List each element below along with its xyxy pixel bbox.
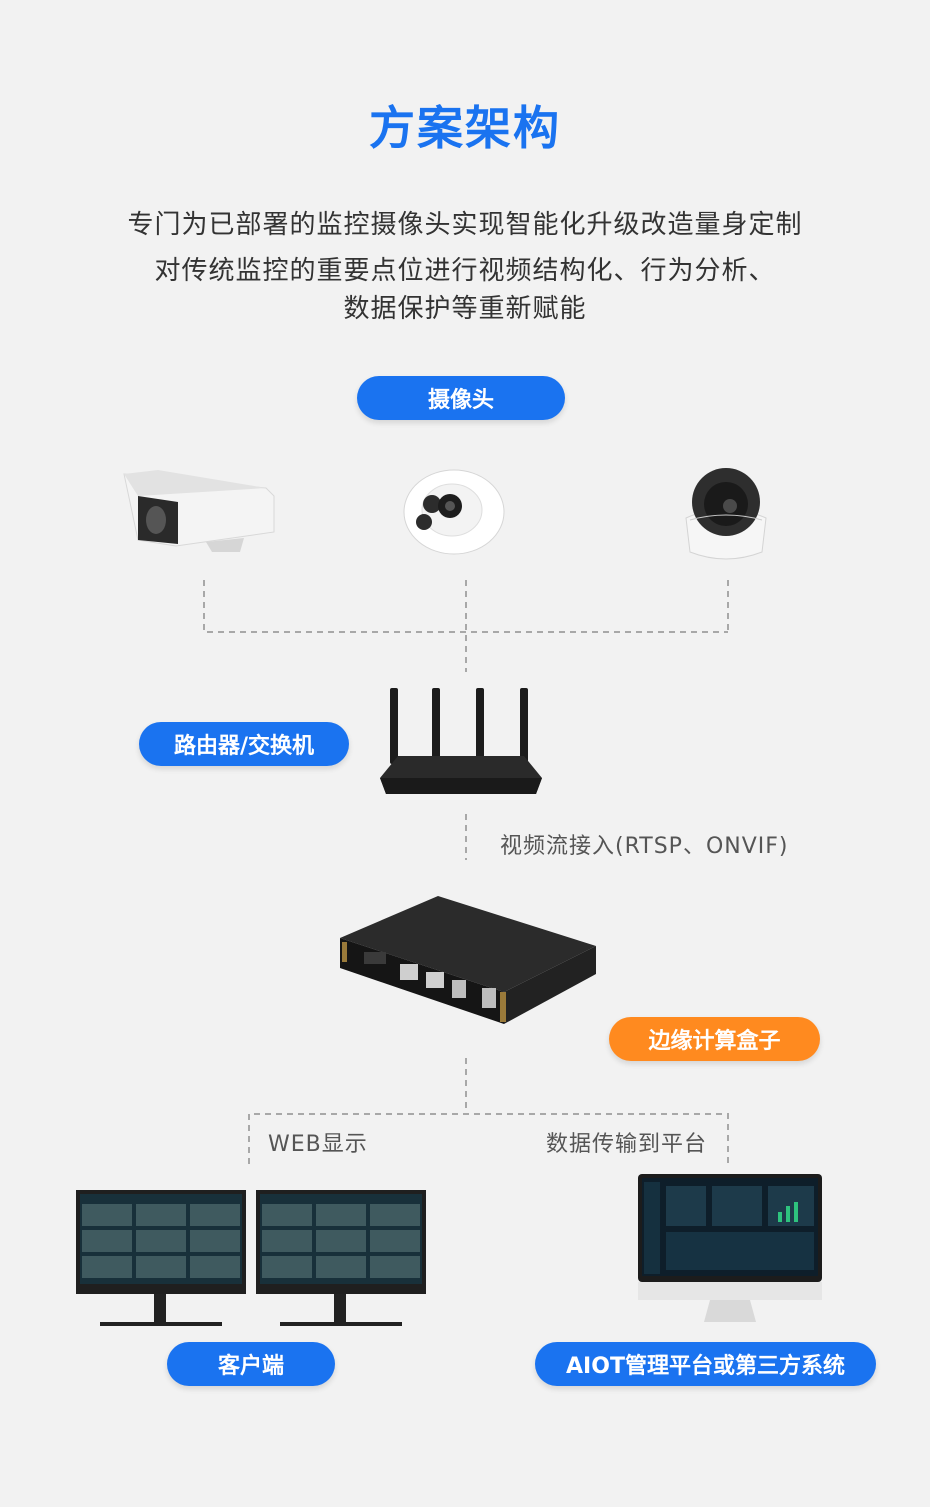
client-pill: 客户端 xyxy=(167,1342,335,1386)
monitor-icon xyxy=(76,1190,426,1326)
router-pill: 路由器/交换机 xyxy=(139,722,349,766)
platform-pill: AIOT管理平台或第三方系统 xyxy=(535,1342,876,1386)
router-icon xyxy=(380,688,542,794)
split-link xyxy=(248,1113,729,1164)
edge-box-pill: 边缘计算盒子 xyxy=(609,1017,820,1061)
camera-link-left xyxy=(203,580,728,633)
description-line-3: 数据保护等重新赋能 xyxy=(343,294,587,324)
edge-box-icon xyxy=(340,896,596,1024)
stream-access-label: 视频流接入(RTSP、ONVIF) xyxy=(500,834,789,859)
data-upload-label: 数据传输到平台 xyxy=(546,1132,708,1157)
imac-icon xyxy=(638,1174,822,1322)
bullet-camera-icon xyxy=(123,470,275,552)
dome-camera-icon xyxy=(403,469,505,555)
camera-pill: 摄像头 xyxy=(357,376,565,420)
web-display-label: WEB显示 xyxy=(268,1132,368,1157)
speed-dome-camera-icon xyxy=(685,468,767,560)
page-title: 方案架构 xyxy=(369,101,561,155)
description-line-1: 专门为已部署的监控摄像头实现智能化升级改造量身定制 xyxy=(127,210,803,240)
description-line-2: 对传统监控的重要点位进行视频结构化、行为分析、 xyxy=(154,256,776,286)
